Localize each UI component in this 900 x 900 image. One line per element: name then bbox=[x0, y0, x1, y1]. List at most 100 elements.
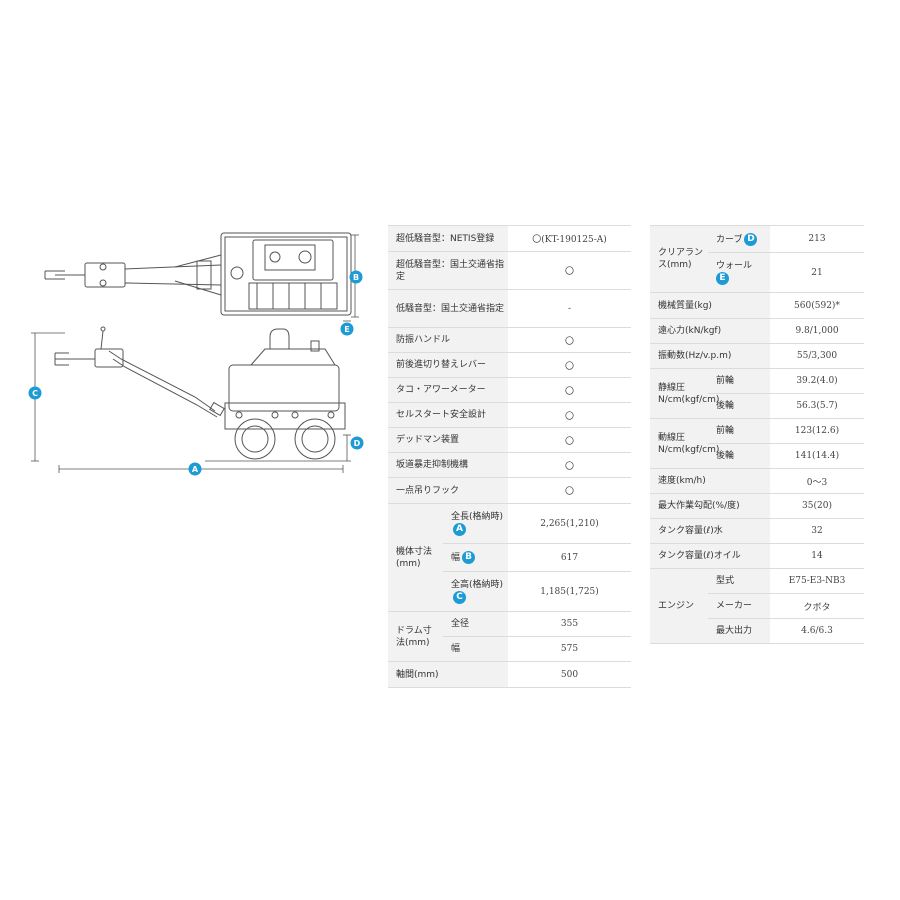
spec-label: 低騒音型：国土交通省指定 bbox=[388, 289, 509, 328]
spec-value: 141(14.4) bbox=[770, 443, 864, 469]
spec-value: 1,185(1,725) bbox=[508, 571, 632, 612]
dimension-badge-a: A bbox=[188, 462, 202, 476]
spec-label: 前後進切り替えレバー bbox=[388, 352, 509, 378]
dimension-badge-c: C bbox=[453, 591, 466, 604]
dimension-badge-b: B bbox=[462, 551, 476, 564]
spec-value: 55/3,300 bbox=[770, 343, 864, 369]
spec-row: 機械質量(kg) 560(592)* bbox=[650, 292, 864, 319]
spec-row: 後輪 56.3(5.7) bbox=[650, 393, 864, 419]
svg-text:D: D bbox=[354, 439, 361, 448]
spec-row: 軸間(mm) 500 bbox=[388, 661, 632, 688]
spec-row: 一点吊りフック 〇 bbox=[388, 477, 632, 504]
spec-group-label: 動線圧N/cm(kgf/cm) bbox=[650, 418, 719, 469]
spec-value: 21 bbox=[770, 252, 864, 293]
spec-group-label: ドラム寸法(mm) bbox=[388, 611, 443, 662]
spec-value: 560(592)* bbox=[770, 292, 864, 319]
spec-group-label: クリアランス(mm) bbox=[650, 225, 708, 293]
spec-row: デッドマン装置 〇 bbox=[388, 427, 632, 453]
spec-label: 振動数(Hz/v.p.m) bbox=[650, 343, 770, 369]
spec-value: - bbox=[508, 289, 632, 328]
spec-label: 坂道暴走抑制機構 bbox=[388, 452, 509, 478]
spec-label: 機械質量(kg) bbox=[650, 292, 770, 319]
spec-sub-label: 全長(格納時)A bbox=[443, 503, 509, 544]
spec-row: タンク容量(ℓ)オイル 14 bbox=[650, 543, 864, 569]
spec-value: 〇 bbox=[508, 327, 632, 353]
dimension-badge-c: C bbox=[28, 386, 42, 400]
spec-sub-label: 全高(格納時)C bbox=[443, 571, 509, 612]
spec-sub-label: メーカー bbox=[708, 593, 770, 619]
spec-value: 〇 bbox=[508, 352, 632, 378]
spec-label: 超低騒音型：国土交通省指定 bbox=[388, 251, 509, 290]
spec-row: 遠心力(kN/kgf) 9.8/1,000 bbox=[650, 318, 864, 344]
spec-sub-label-text: 全高(格納時) bbox=[451, 580, 504, 590]
spec-row: 超低騒音型：NETIS登録 〇(KT-190125-A) bbox=[388, 225, 632, 252]
spec-value: 355 bbox=[508, 611, 632, 637]
dimension-badge-d: D bbox=[744, 232, 758, 246]
spec-row: 低騒音型：国土交通省指定 - bbox=[388, 289, 632, 328]
spec-label: 一点吊りフック bbox=[388, 477, 509, 504]
spec-value: 32 bbox=[770, 518, 864, 544]
spec-sub-label-text: ウォール bbox=[716, 261, 753, 271]
spec-label: タコ・アワーメーター bbox=[388, 377, 509, 403]
spec-value: E75-E3-NB3 bbox=[770, 568, 864, 594]
spec-value: 〇 bbox=[508, 377, 632, 403]
spec-row: 速度(km/h) 0〜3 bbox=[650, 468, 864, 494]
spec-row: 動線圧N/cm(kgf/cm) 前輪 123(12.6) bbox=[650, 418, 864, 469]
spec-value: 9.8/1,000 bbox=[770, 318, 864, 344]
spec-label: 最大作業勾配(%/度) bbox=[650, 493, 770, 519]
spec-value: 4.6/6.3 bbox=[770, 618, 864, 644]
dimension-badge-e: E bbox=[716, 272, 729, 285]
spec-value: クボタ bbox=[770, 593, 864, 619]
spec-row: 超低騒音型：国土交通省指定 〇 bbox=[388, 251, 632, 290]
spec-sub-label: 全径 bbox=[443, 611, 509, 637]
spec-sub-label: 前輪 bbox=[708, 418, 770, 444]
spec-sub-label: 後輪 bbox=[708, 393, 770, 419]
svg-text:A: A bbox=[192, 465, 199, 474]
spec-sub-label-text: カーブ bbox=[716, 234, 743, 245]
spec-row: 幅 575 bbox=[388, 636, 632, 662]
spec-value: 123(12.6) bbox=[770, 418, 864, 444]
spec-value: 〇 bbox=[508, 452, 632, 478]
spec-sub-label: 前輪 bbox=[708, 368, 770, 394]
spec-group-label: 静線圧N/cm(kgf/cm) bbox=[650, 368, 719, 419]
spec-sub-label: 後輪 bbox=[708, 443, 770, 469]
spec-table-left: 超低騒音型：NETIS登録 〇(KT-190125-A) 超低騒音型：国土交通省… bbox=[388, 225, 632, 688]
spec-value: 617 bbox=[508, 543, 632, 572]
spec-label: 軸間(mm) bbox=[388, 661, 509, 688]
svg-text:C: C bbox=[32, 389, 38, 398]
spec-value: 〇 bbox=[508, 251, 632, 290]
dimension-lines bbox=[31, 234, 359, 473]
spec-value: 14 bbox=[770, 543, 864, 569]
spec-sub-label: 幅 bbox=[443, 636, 509, 662]
spec-value: 2,265(1,210) bbox=[508, 503, 632, 544]
spec-row: 振動数(Hz/v.p.m) 55/3,300 bbox=[650, 343, 864, 369]
spec-row: タンク容量(ℓ)水 32 bbox=[650, 518, 864, 544]
spec-value: 〇 bbox=[508, 477, 632, 504]
spec-row: 全高(格納時)C 1,185(1,725) bbox=[388, 571, 632, 612]
spec-label: タンク容量(ℓ)オイル bbox=[650, 543, 770, 569]
spec-label: 超低騒音型：NETIS登録 bbox=[388, 225, 509, 252]
spec-row: 後輪 141(14.4) bbox=[650, 443, 864, 469]
spec-sub-label: 型式 bbox=[708, 568, 770, 594]
spec-row: 最大作業勾配(%/度) 35(20) bbox=[650, 493, 864, 519]
spec-row: メーカー クボタ bbox=[650, 593, 864, 619]
spec-value: 56.3(5.7) bbox=[770, 393, 864, 419]
spec-row: 防振ハンドル 〇 bbox=[388, 327, 632, 353]
spec-row: ドラム寸法(mm) 全径 355 bbox=[388, 611, 632, 662]
spec-label: タンク容量(ℓ)水 bbox=[650, 518, 770, 544]
spec-value: 〇(KT-190125-A) bbox=[508, 225, 632, 252]
spec-row: 坂道暴走抑制機構 〇 bbox=[388, 452, 632, 478]
spec-group-label: 機体寸法(mm) bbox=[388, 503, 443, 612]
spec-label: 速度(km/h) bbox=[650, 468, 770, 494]
spec-row: 前後進切り替えレバー 〇 bbox=[388, 352, 632, 378]
roller-dimension-diagram: B E C D A bbox=[28, 232, 364, 476]
spec-value: 〇 bbox=[508, 427, 632, 453]
spec-row: タコ・アワーメーター 〇 bbox=[388, 377, 632, 403]
spec-value: 500 bbox=[508, 661, 632, 688]
